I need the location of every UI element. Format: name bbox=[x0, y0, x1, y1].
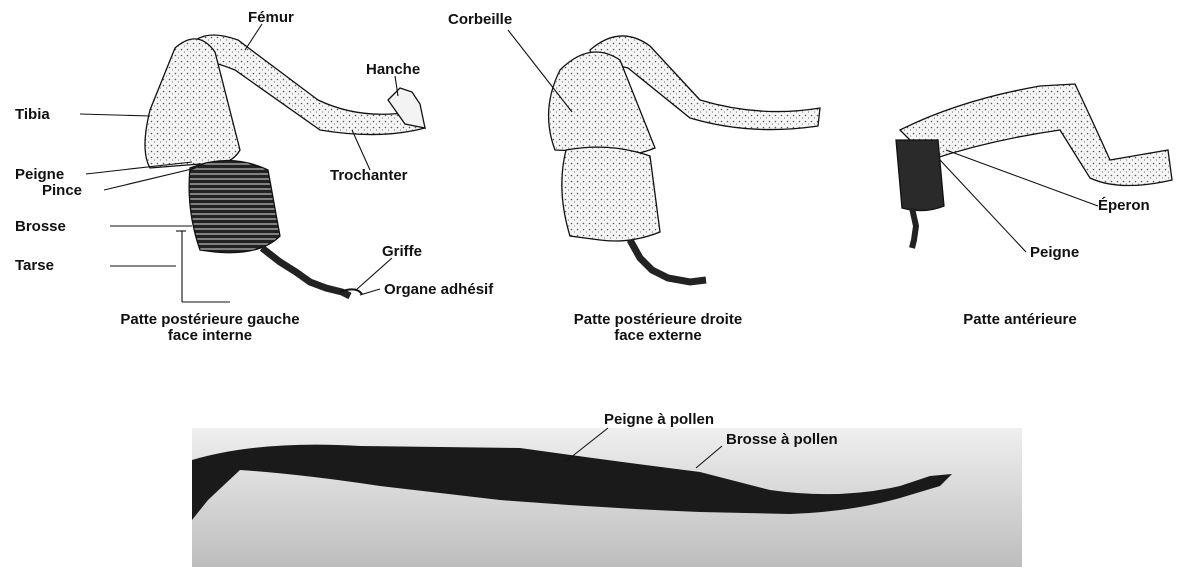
label-pince: Pince bbox=[42, 183, 82, 198]
caption-left-line2: face interne bbox=[60, 328, 360, 344]
label-tibia: Tibia bbox=[15, 107, 50, 122]
basitarse-right bbox=[562, 147, 660, 241]
tarse-chain bbox=[262, 248, 350, 296]
label-griffe: Griffe bbox=[382, 244, 422, 259]
front-leg-leader-lines bbox=[940, 150, 1098, 252]
caption-left-line1: Patte postérieure gauche bbox=[60, 312, 360, 328]
label-peigne-left: Peigne bbox=[15, 167, 64, 182]
caption-right-hind-leg: Patte postérieure droite face externe bbox=[508, 312, 808, 344]
label-tarse: Tarse bbox=[15, 258, 54, 273]
label-corbeille: Corbeille bbox=[448, 12, 512, 27]
label-eperon: Éperon bbox=[1098, 198, 1150, 213]
label-organe-adhesif: Organe adhésif bbox=[384, 282, 493, 297]
brosse-segment bbox=[189, 160, 280, 252]
front-leg-drawing bbox=[896, 84, 1172, 248]
caption-right-line1: Patte postérieure droite bbox=[508, 312, 808, 328]
label-femur: Fémur bbox=[248, 10, 294, 25]
label-brosse: Brosse bbox=[15, 219, 66, 234]
label-hanche: Hanche bbox=[366, 62, 420, 77]
label-peigne-front: Peigne bbox=[1030, 245, 1079, 260]
tarse-chain-right bbox=[630, 240, 706, 282]
caption-left-hind-leg: Patte postérieure gauche face interne bbox=[60, 312, 360, 344]
tibia-segment-front bbox=[896, 140, 944, 211]
tarse-chain-front bbox=[912, 208, 916, 248]
caption-front-leg: Patte antérieure bbox=[920, 312, 1120, 328]
caption-front: Patte antérieure bbox=[920, 312, 1120, 328]
photo-panel bbox=[192, 428, 1022, 567]
label-trochanter: Trochanter bbox=[330, 168, 408, 183]
right-hind-leg-drawing bbox=[549, 36, 820, 282]
caption-right-line2: face externe bbox=[508, 328, 808, 344]
label-brosse-pollen: Brosse à pollen bbox=[726, 432, 838, 447]
label-peigne-pollen: Peigne à pollen bbox=[604, 412, 714, 427]
